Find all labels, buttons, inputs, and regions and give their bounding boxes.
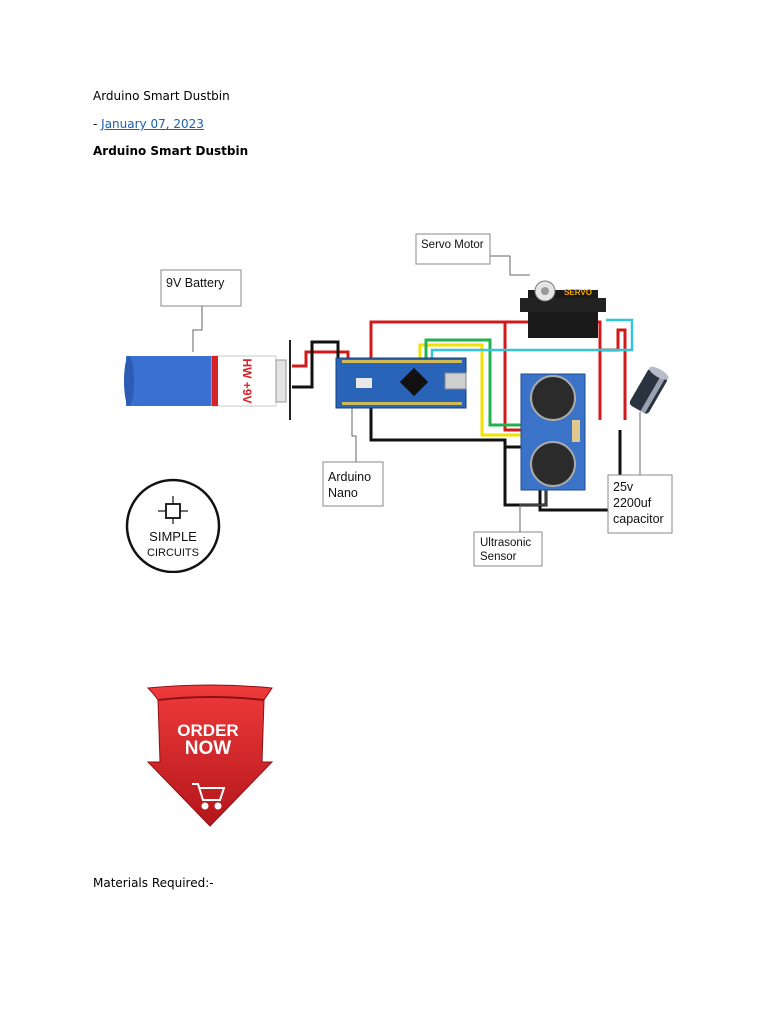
logo-text-line2: CIRCUITS bbox=[147, 547, 199, 559]
battery-label: 9V Battery bbox=[166, 276, 225, 290]
battery-brand-text: HW +9V bbox=[240, 358, 254, 403]
battery-label-box bbox=[160, 269, 242, 307]
capacitor-graphic bbox=[629, 366, 669, 414]
materials-heading: Materials Required:- bbox=[93, 876, 214, 890]
capacitor-label-line3: capacitor bbox=[613, 512, 664, 526]
date-prefix: - bbox=[93, 117, 102, 131]
wire-yellow bbox=[418, 343, 526, 437]
servo-graphic: SERVO bbox=[520, 280, 606, 338]
simple-circuits-logo: SIMPLE CIRCUITS bbox=[125, 478, 221, 573]
order-now-button[interactable]: ORDER NOW bbox=[140, 684, 280, 834]
post-date-link[interactable]: January 07, 2023 bbox=[101, 117, 204, 131]
ultrasonic-sensor-graphic bbox=[520, 373, 586, 491]
capacitor-label-line2: 2200uf bbox=[613, 496, 652, 510]
arduino-label-line2: Nano bbox=[328, 486, 358, 500]
servo-label-leader bbox=[490, 255, 530, 276]
ultrasonic-label-line2: Sensor bbox=[480, 551, 517, 563]
ultrasonic-label-leader bbox=[519, 490, 547, 532]
battery-label-leader bbox=[192, 306, 203, 352]
post-title: Arduino Smart Dustbin bbox=[93, 89, 230, 103]
arduino-label-line1: Arduino bbox=[328, 470, 371, 484]
servo-brand-text: SERVO bbox=[564, 288, 592, 297]
logo-text-line1: SIMPLE bbox=[149, 529, 197, 544]
cart-icon bbox=[192, 783, 226, 810]
post-heading: Arduino Smart Dustbin bbox=[93, 144, 249, 158]
capacitor-label-box bbox=[607, 474, 673, 534]
chip-icon bbox=[165, 503, 181, 519]
servo-label: Servo Motor bbox=[421, 239, 484, 251]
servo-label-box bbox=[415, 233, 491, 265]
wire-cyan bbox=[430, 318, 634, 360]
ultrasonic-label-line1: Ultrasonic bbox=[480, 537, 531, 549]
arduino-nano-graphic bbox=[335, 357, 467, 409]
circuit-diagram: HW +9V 9V Battery Arduino Nano SERVO Ser… bbox=[124, 233, 673, 573]
battery-graphic: HW +9V bbox=[124, 355, 287, 407]
arduino-label-leader bbox=[351, 408, 357, 462]
ultrasonic-label-box bbox=[473, 531, 543, 567]
order-now-line2: NOW bbox=[185, 738, 232, 759]
capacitor-label-line1: 25v bbox=[613, 480, 634, 494]
order-now-line1: ORDER bbox=[177, 721, 238, 740]
arduino-label-box bbox=[322, 461, 384, 507]
wire-green bbox=[424, 338, 526, 427]
post-date-line: - January 07, 2023 bbox=[93, 117, 204, 131]
